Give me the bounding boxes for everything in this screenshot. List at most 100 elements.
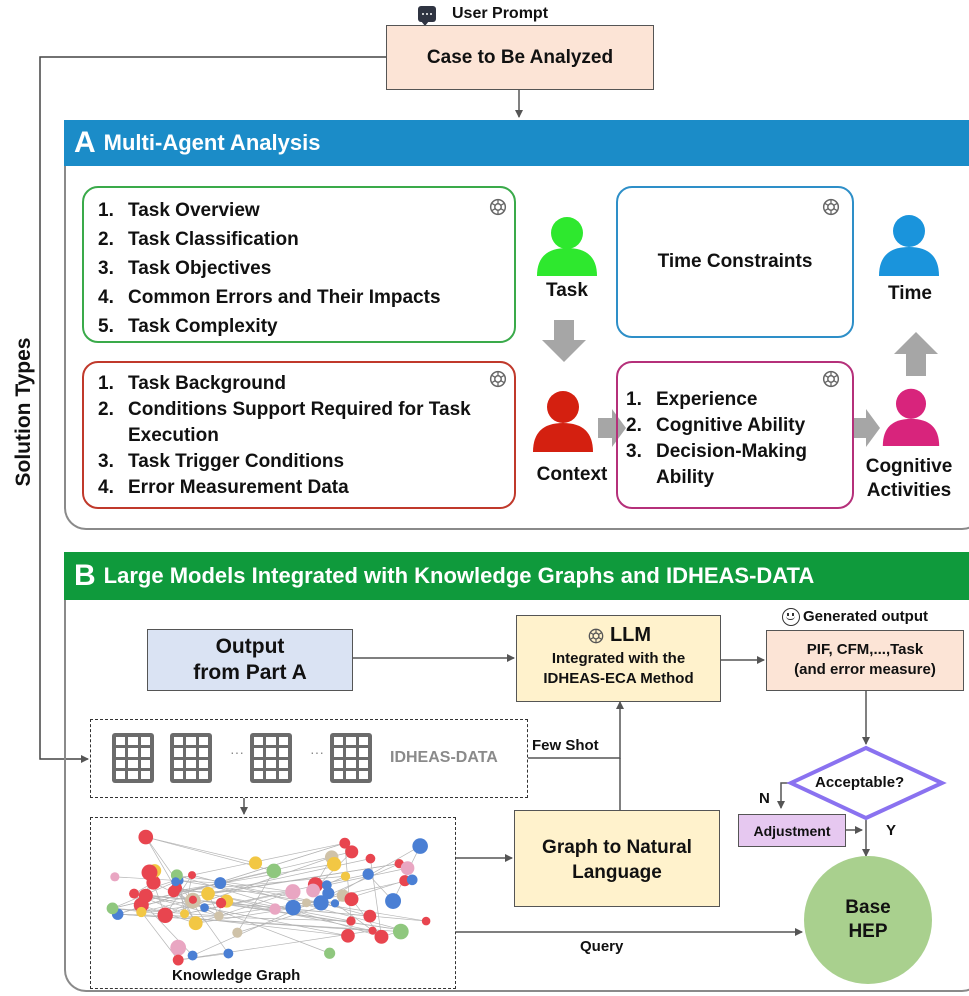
list-item: 1.Task Overview bbox=[98, 200, 260, 221]
graph-node bbox=[285, 899, 301, 916]
graph-edge bbox=[141, 902, 222, 913]
graph-node bbox=[180, 909, 190, 919]
graph-node bbox=[215, 897, 227, 909]
time-agent-icon bbox=[879, 215, 939, 276]
graph-edge bbox=[226, 900, 373, 932]
context-agent-icon bbox=[533, 391, 593, 452]
smile-icon bbox=[782, 608, 800, 626]
cognitive-to-agent-arrow bbox=[852, 409, 880, 447]
graph-edge bbox=[112, 908, 348, 937]
knowledge-graph-box bbox=[90, 817, 456, 989]
table-icon bbox=[170, 733, 212, 783]
task-agent-label: Task bbox=[546, 280, 588, 301]
graph-node bbox=[392, 923, 409, 940]
graph-node bbox=[214, 877, 227, 890]
graph-edge bbox=[207, 858, 371, 895]
section-b-title: Large Models Integrated with Knowledge G… bbox=[103, 563, 815, 588]
section-b-panel bbox=[64, 552, 969, 992]
section-b-letter: B bbox=[74, 559, 96, 592]
graph-node bbox=[346, 916, 356, 926]
ellipsis-1: ··· bbox=[230, 744, 244, 760]
graph-edge bbox=[218, 891, 293, 917]
graph-node bbox=[129, 888, 140, 899]
ellipsis-2: ··· bbox=[310, 744, 324, 760]
chat-icon bbox=[418, 6, 436, 26]
graph-node bbox=[248, 856, 263, 870]
graph-to-nl-box: Graph to Natural Language bbox=[514, 810, 720, 907]
section-a-letter: A bbox=[74, 126, 96, 159]
table-icon bbox=[112, 733, 154, 783]
graph-edge bbox=[184, 873, 369, 915]
graph-edge bbox=[173, 863, 335, 892]
case-box: Case to Be Analyzed bbox=[386, 25, 654, 90]
time-agent-label: Time bbox=[887, 283, 932, 304]
graph-node bbox=[330, 899, 340, 908]
llm-title: LLM bbox=[609, 624, 652, 646]
graph-node bbox=[400, 861, 415, 875]
graph-node bbox=[363, 909, 377, 923]
list-item: 4.Common Errors and Their Impacts bbox=[98, 287, 441, 308]
section-b-header: B Large Models Integrated with Knowledge… bbox=[64, 552, 969, 600]
section-a-title: Multi-Agent Analysis bbox=[103, 130, 321, 155]
graph-node bbox=[136, 906, 147, 918]
time-constraints-box: Time Constraints bbox=[616, 186, 854, 338]
graph-node bbox=[341, 928, 355, 943]
graph-edge bbox=[145, 836, 256, 864]
task-agent-icon bbox=[537, 217, 597, 276]
graph-node bbox=[313, 895, 329, 911]
graph-node bbox=[368, 926, 377, 935]
graph-node bbox=[170, 939, 187, 956]
solution-types-label: Solution Types bbox=[12, 337, 35, 487]
graph-node bbox=[172, 954, 184, 966]
graph-node bbox=[421, 916, 431, 926]
no-label: N bbox=[759, 790, 770, 807]
list-item: 1.Experience bbox=[626, 389, 758, 410]
cognitive-to-time-arrow bbox=[894, 332, 938, 376]
graph-node bbox=[324, 947, 336, 959]
graph-node bbox=[200, 903, 209, 913]
graph-node bbox=[188, 916, 203, 931]
user-prompt-label: User Prompt bbox=[452, 5, 549, 22]
openai-icon bbox=[489, 198, 507, 216]
llm-description: Integrated with the IDHEAS-ECA Method bbox=[543, 650, 694, 687]
idheas-data-box bbox=[90, 719, 528, 798]
task-to-context-arrow bbox=[542, 320, 586, 362]
graph-node bbox=[138, 888, 153, 903]
decision-label: Acceptable? bbox=[815, 774, 905, 791]
openai-icon bbox=[489, 370, 507, 388]
generated-output-label: Generated output bbox=[803, 608, 929, 625]
graph-node bbox=[232, 927, 243, 938]
graph-edge bbox=[117, 913, 352, 922]
graph-node bbox=[340, 871, 351, 881]
graph-node bbox=[171, 877, 181, 887]
cognitive-agent-label: Cognitive Activities bbox=[865, 456, 953, 501]
decision-diamond bbox=[786, 745, 947, 821]
graph-node bbox=[345, 845, 359, 859]
graph-node bbox=[365, 853, 376, 864]
openai-icon bbox=[588, 628, 604, 643]
graph-node bbox=[187, 950, 198, 961]
graph-node bbox=[106, 902, 119, 915]
graph-node bbox=[322, 887, 335, 900]
section-a-panel bbox=[64, 120, 969, 530]
graph-node bbox=[385, 893, 402, 910]
llm-box: LLM Integrated with the IDHEAS-ECA Metho… bbox=[516, 615, 721, 702]
context-agent-label: Context bbox=[536, 464, 608, 485]
graph-edge bbox=[344, 843, 352, 922]
openai-icon bbox=[822, 198, 840, 216]
list-item: 2.Cognitive Ability bbox=[626, 415, 806, 436]
list-item: 2.Conditions Support Required for Task E… bbox=[98, 399, 471, 446]
graph-node bbox=[302, 898, 311, 908]
knowledge-graph-visual bbox=[106, 829, 431, 966]
graph-edge bbox=[176, 874, 293, 893]
graph-node bbox=[344, 892, 359, 907]
graph-node bbox=[306, 883, 320, 898]
list-item: 3.Task Trigger Conditions bbox=[98, 451, 345, 472]
graph-edge bbox=[192, 900, 330, 954]
list-item: 3.Task Objectives bbox=[98, 258, 272, 279]
